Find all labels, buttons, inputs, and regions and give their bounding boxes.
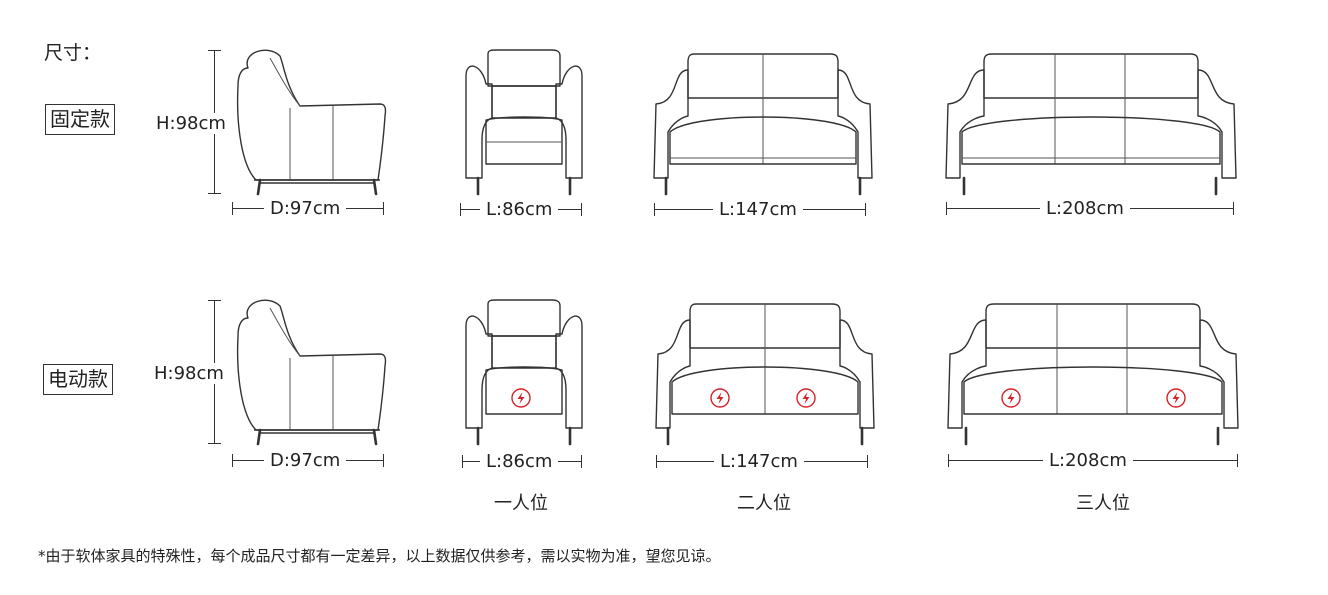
height-label: H:98cm — [150, 113, 232, 134]
seat-label-three: 三人位 — [1076, 493, 1130, 514]
two-seat-front-electric — [655, 303, 875, 446]
width-label-1-seat: L:86cm — [480, 451, 559, 472]
width-label-2-seat: L:147cm — [714, 451, 804, 472]
disclaimer-note: *由于软体家具的特殊性，每个成品尺寸都有一定差异，以上数据仅供参考，需以实物为准… — [38, 547, 721, 565]
seat-label-one: 一人位 — [494, 493, 548, 514]
width-label-2-seat: L:147cm — [713, 199, 803, 220]
variant-tag-electric: 电动款 — [43, 364, 113, 395]
height-label: H:98cm — [148, 363, 230, 384]
depth-label: D:97cm — [264, 450, 347, 471]
two-seat-front-fixed — [653, 53, 873, 196]
variant-tag-fixed: 固定款 — [45, 104, 115, 135]
width-label-3-seat: L:208cm — [1040, 198, 1130, 219]
lightning-icon — [1166, 388, 1186, 408]
width-label-1-seat: L:86cm — [480, 199, 559, 220]
lightning-icon — [1001, 388, 1021, 408]
depth-label: D:97cm — [264, 198, 347, 219]
width-label-3-seat: L:208cm — [1043, 450, 1133, 471]
lightning-icon — [796, 388, 816, 408]
lightning-icon — [511, 388, 531, 408]
one-seat-front-fixed — [465, 49, 583, 196]
three-seat-front-fixed — [945, 53, 1237, 196]
side-view-fixed — [236, 49, 387, 196]
three-seat-front-electric — [947, 303, 1239, 446]
page-heading: 尺寸： — [44, 42, 102, 64]
side-view-electric — [236, 299, 387, 446]
one-seat-front-electric — [465, 299, 583, 446]
seat-label-two: 二人位 — [737, 493, 791, 514]
lightning-icon — [710, 388, 730, 408]
